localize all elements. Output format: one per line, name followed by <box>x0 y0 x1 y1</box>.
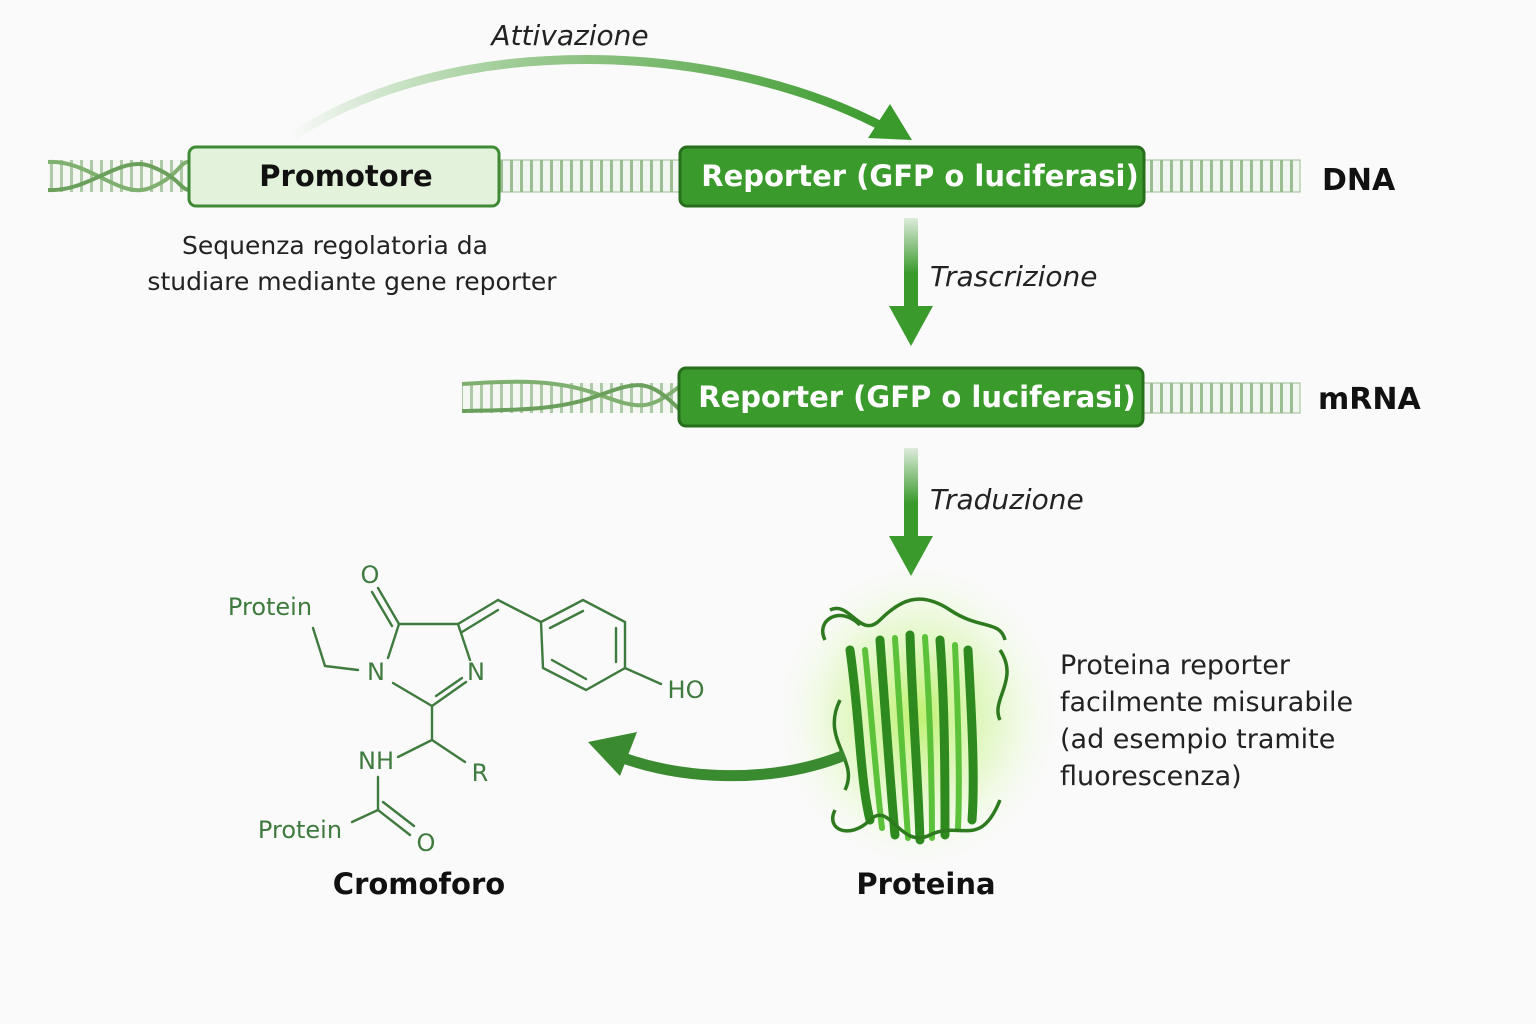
translation-label: Traduzione <box>930 483 1084 516</box>
activation-arrow <box>287 55 888 142</box>
dna-strand <box>47 159 1301 193</box>
chromophore-label: Cromoforo <box>333 867 505 901</box>
protein-description-line4: fluorescenza) <box>1060 761 1242 792</box>
transcription-label: Trascrizione <box>930 260 1097 293</box>
reporter-dna-box <box>678 145 1146 208</box>
atom-o-top: O <box>361 561 380 589</box>
protein-label: Proteina <box>856 867 995 901</box>
atom-protein-bottom: Protein <box>258 816 342 844</box>
activation-arrowhead <box>868 104 912 140</box>
promoter-label: Promotore <box>259 159 432 193</box>
gfp-protein-illustration <box>778 565 1058 865</box>
chromophore-structure <box>311 586 663 837</box>
atom-r: R <box>472 759 489 787</box>
dna-label: DNA <box>1322 163 1396 198</box>
promoter-description-line1: Sequenza regolatoria da <box>182 231 488 260</box>
chromophore-arrow <box>613 749 848 782</box>
protein-description-line3: (ad esempio tramite <box>1060 724 1335 755</box>
protein-description-line1: Proteina reporter <box>1060 650 1291 681</box>
reporter-dna-label: Reporter (GFP o luciferasi) <box>701 159 1138 193</box>
transcription-arrowhead <box>889 306 933 346</box>
reporter-mrna-label: Reporter (GFP o luciferasi) <box>698 380 1135 414</box>
atom-protein-top: Protein <box>228 593 312 621</box>
protein-description-line2: facilmente misurabile <box>1060 687 1353 718</box>
activation-label: Attivazione <box>489 19 648 52</box>
mrna-label: mRNA <box>1318 382 1421 417</box>
chromophore-arrowhead <box>588 732 637 776</box>
promoter-box <box>187 145 501 208</box>
atom-n1: N <box>367 658 385 686</box>
atom-n3: N <box>467 658 485 686</box>
translation-arrowhead <box>889 536 933 576</box>
atom-o-bottom: O <box>417 829 436 857</box>
transcription-arrow <box>904 218 918 310</box>
reporter-mrna-box <box>677 366 1145 428</box>
atom-nh: NH <box>358 747 394 775</box>
atom-ho: HO <box>668 676 705 704</box>
mrna-strand <box>461 379 1301 414</box>
promoter-description-line2: studiare mediante gene reporter <box>147 267 557 296</box>
translation-arrow <box>904 448 918 540</box>
